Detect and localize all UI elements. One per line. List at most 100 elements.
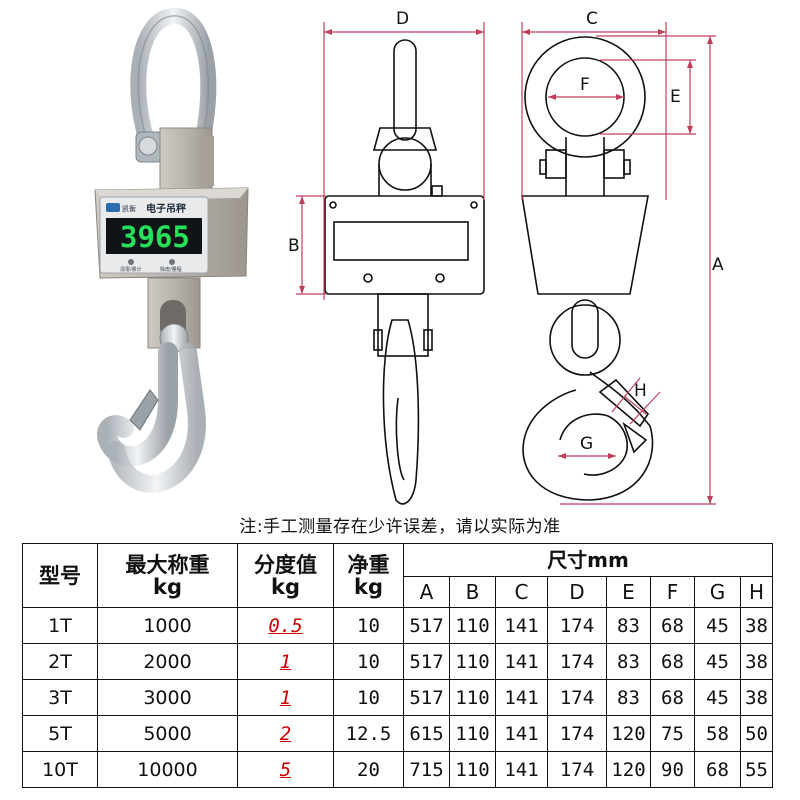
cell-division-value: 0.5: [268, 614, 303, 637]
dim-label-g: G: [580, 434, 593, 454]
cell-net-weight: 10: [333, 607, 404, 644]
button-left-label: 清零/累计: [120, 266, 142, 273]
cell-dim-a: 517: [403, 643, 450, 680]
dimension-arrows: [299, 29, 713, 504]
cell-dim-h: 50: [739, 715, 774, 752]
cell-dim-a: 517: [403, 607, 450, 644]
dim-label-a: A: [712, 255, 724, 275]
cell-capacity: 3000: [97, 679, 238, 716]
cell-dim-g: 45: [694, 643, 741, 680]
cell-dim-d: 174: [547, 751, 607, 788]
header-dim-a: A: [403, 576, 450, 608]
dimension-lines: [296, 22, 716, 505]
cell-dim-c: 141: [495, 715, 548, 752]
cell-capacity: 10000: [97, 751, 238, 788]
header-dim-c: C: [495, 576, 548, 608]
cell-net-weight: 20: [333, 751, 404, 788]
cell-dim-e: 83: [606, 607, 651, 644]
cell-net-weight: 10: [333, 643, 404, 680]
cell-division-value: 1: [279, 686, 292, 709]
header-model: 型号: [22, 543, 98, 608]
dim-label-f: F: [580, 75, 590, 95]
cell-division-value: 1: [279, 650, 292, 673]
dimension-label-group: D C B F E A H G: [288, 9, 724, 454]
measurement-note: 注:手工测量存在少许误差，请以实际为准: [239, 517, 561, 537]
cell-capacity: 5000: [97, 715, 238, 752]
cell-dim-h: 38: [739, 643, 774, 680]
cell-division: 1: [237, 679, 334, 716]
cell-dim-g: 45: [694, 679, 741, 716]
brand-badge: 凯衡: [122, 204, 136, 213]
header-dimensions: 尺寸mm: [402, 543, 774, 577]
cell-division: 1: [237, 643, 334, 680]
cell-dim-b: 110: [449, 715, 496, 752]
header-dim-h: H: [739, 576, 774, 608]
cell-division-value: 2: [279, 722, 292, 745]
cell-dim-c: 141: [495, 751, 548, 788]
cell-division: 0.5: [237, 607, 334, 644]
cell-dim-b: 110: [449, 607, 496, 644]
front-view-drawing: [324, 39, 485, 505]
cell-dim-h: 55: [739, 751, 774, 788]
cell-dim-h: 38: [739, 607, 774, 644]
header-dim-g: G: [694, 576, 741, 608]
header-dim-e: E: [606, 576, 651, 608]
cell-dim-d: 174: [547, 679, 607, 716]
cell-capacity: 1000: [97, 607, 238, 644]
cell-dim-e: 83: [606, 679, 651, 716]
spec-table: 型号 最大称重 kg 分度值 kg 净重 kg 尺寸mm A B C D E F…: [22, 543, 774, 788]
side-view-drawing: [521, 36, 654, 501]
cell-net-weight: 10: [333, 679, 404, 716]
cell-dim-a: 615: [403, 715, 450, 752]
panel-title: 电子吊秤: [146, 202, 186, 215]
cell-dim-b: 110: [449, 751, 496, 788]
dim-label-h: H: [634, 381, 647, 401]
product-illustration: 凯衡 电子吊秤 3965 清零/累计 除皮/量程: [94, 7, 724, 505]
cell-dim-g: 68: [694, 751, 741, 788]
cell-dim-b: 110: [449, 679, 496, 716]
cell-dim-d: 174: [547, 715, 607, 752]
header-division: 分度值 kg: [237, 543, 334, 608]
cell-model: 2T: [22, 643, 98, 680]
cell-division-value: 5: [279, 758, 292, 781]
cell-dim-c: 141: [495, 643, 548, 680]
dim-label-e: E: [670, 87, 681, 107]
dim-label-b: B: [288, 236, 300, 256]
cell-dim-e: 120: [606, 751, 651, 788]
dim-label-d: D: [396, 9, 409, 29]
cell-dim-e: 83: [606, 643, 651, 680]
cell-dim-a: 715: [403, 751, 450, 788]
crane-scale-photo: 凯衡 电子吊秤 3965 清零/累计 除皮/量程: [94, 7, 249, 493]
cell-division: 2: [237, 715, 334, 752]
cell-dim-c: 141: [495, 607, 548, 644]
header-dim-d: D: [547, 576, 607, 608]
header-net-weight: 净重 kg: [333, 543, 404, 608]
cell-dim-f: 68: [650, 679, 695, 716]
cell-model: 10T: [22, 751, 98, 788]
cell-dim-b: 110: [449, 643, 496, 680]
cell-dim-a: 517: [403, 679, 450, 716]
cell-dim-d: 174: [547, 643, 607, 680]
cell-dim-g: 58: [694, 715, 741, 752]
cell-dim-f: 68: [650, 607, 695, 644]
cell-capacity: 2000: [97, 643, 238, 680]
cell-model: 3T: [22, 679, 98, 716]
weight-display: 3965: [120, 220, 190, 254]
cell-dim-f: 90: [650, 751, 695, 788]
cell-model: 5T: [22, 715, 98, 752]
cell-division: 5: [237, 751, 334, 788]
cell-model: 1T: [22, 607, 98, 644]
cell-dim-h: 38: [739, 679, 774, 716]
cell-dim-c: 141: [495, 679, 548, 716]
header-capacity: 最大称重 kg: [97, 543, 238, 608]
cell-dim-d: 174: [547, 607, 607, 644]
dim-label-c: C: [586, 9, 598, 29]
header-dim-f: F: [650, 576, 695, 608]
button-right-label: 除皮/量程: [160, 266, 182, 273]
cell-dim-e: 120: [606, 715, 651, 752]
cell-dim-f: 75: [650, 715, 695, 752]
